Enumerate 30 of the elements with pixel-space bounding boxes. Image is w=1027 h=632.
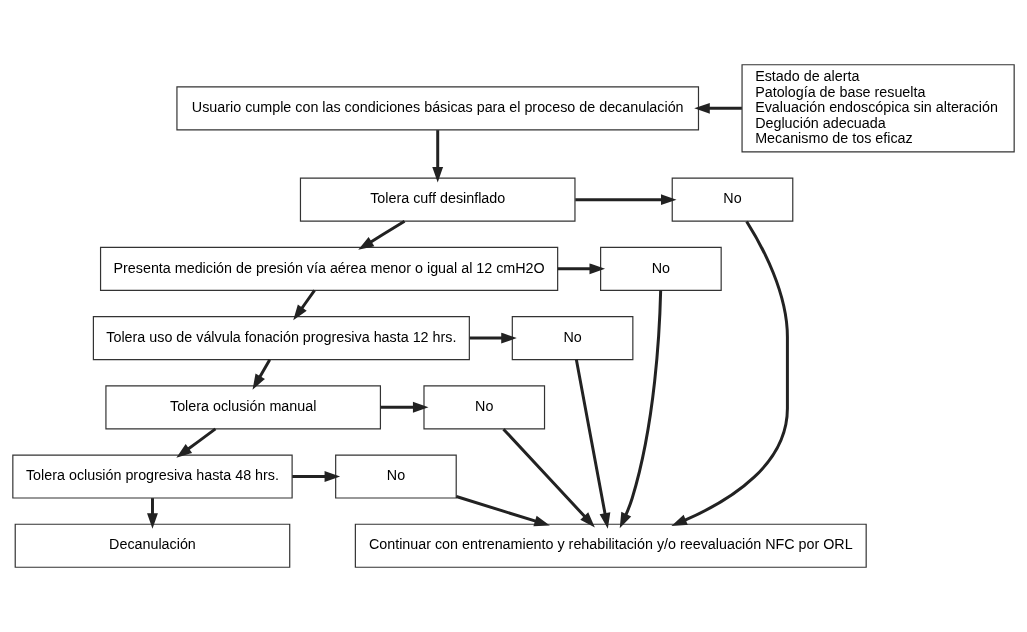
arrow: [432, 130, 444, 183]
arrow: [671, 220, 789, 526]
node-box: Usuario cumple con las condiciones básicas para el proceso de decanulación: [176, 86, 700, 131]
arrow: [619, 290, 663, 529]
arrow: [557, 263, 606, 275]
node-box: No: [671, 177, 794, 222]
node-box: Continuar con entrenamiento y rehabilitación y/o reevaluación NFC por ORL: [354, 523, 867, 568]
node-box: Tolera oclusión progresiva hasta 48 hrs.: [12, 454, 293, 499]
node-box: Tolera uso de válvula fonación progresiva hasta 12 hrs.: [92, 316, 470, 361]
arrow: [502, 428, 595, 528]
arrow: [252, 358, 271, 390]
arrow: [469, 332, 517, 344]
arrow: [694, 102, 742, 114]
node-box: No: [423, 385, 546, 430]
arrow: [292, 471, 341, 482]
node-box: No: [511, 316, 634, 361]
arrow: [147, 498, 158, 529]
arrow: [574, 359, 611, 529]
node-box: Decanulación: [14, 523, 291, 568]
node-box: No: [335, 454, 457, 499]
arrow: [575, 194, 677, 206]
node-box: Tolera oclusión manual: [105, 385, 382, 430]
arrow: [380, 401, 429, 413]
arrow: [293, 289, 316, 321]
node-box: Tolera cuff desinflado: [299, 177, 576, 222]
node-box: No: [600, 246, 722, 291]
arrow: [455, 495, 550, 527]
node-box: Estado de alerta Patología de base resuelta Evaluación endoscópica sin alteración Deglución adecuada Mecanismo de tos eficaz: [741, 64, 1015, 153]
arrow: [176, 427, 217, 458]
node-box: Presenta medición de presión vía aérea menor o igual al 12 cmH2O: [99, 246, 559, 291]
